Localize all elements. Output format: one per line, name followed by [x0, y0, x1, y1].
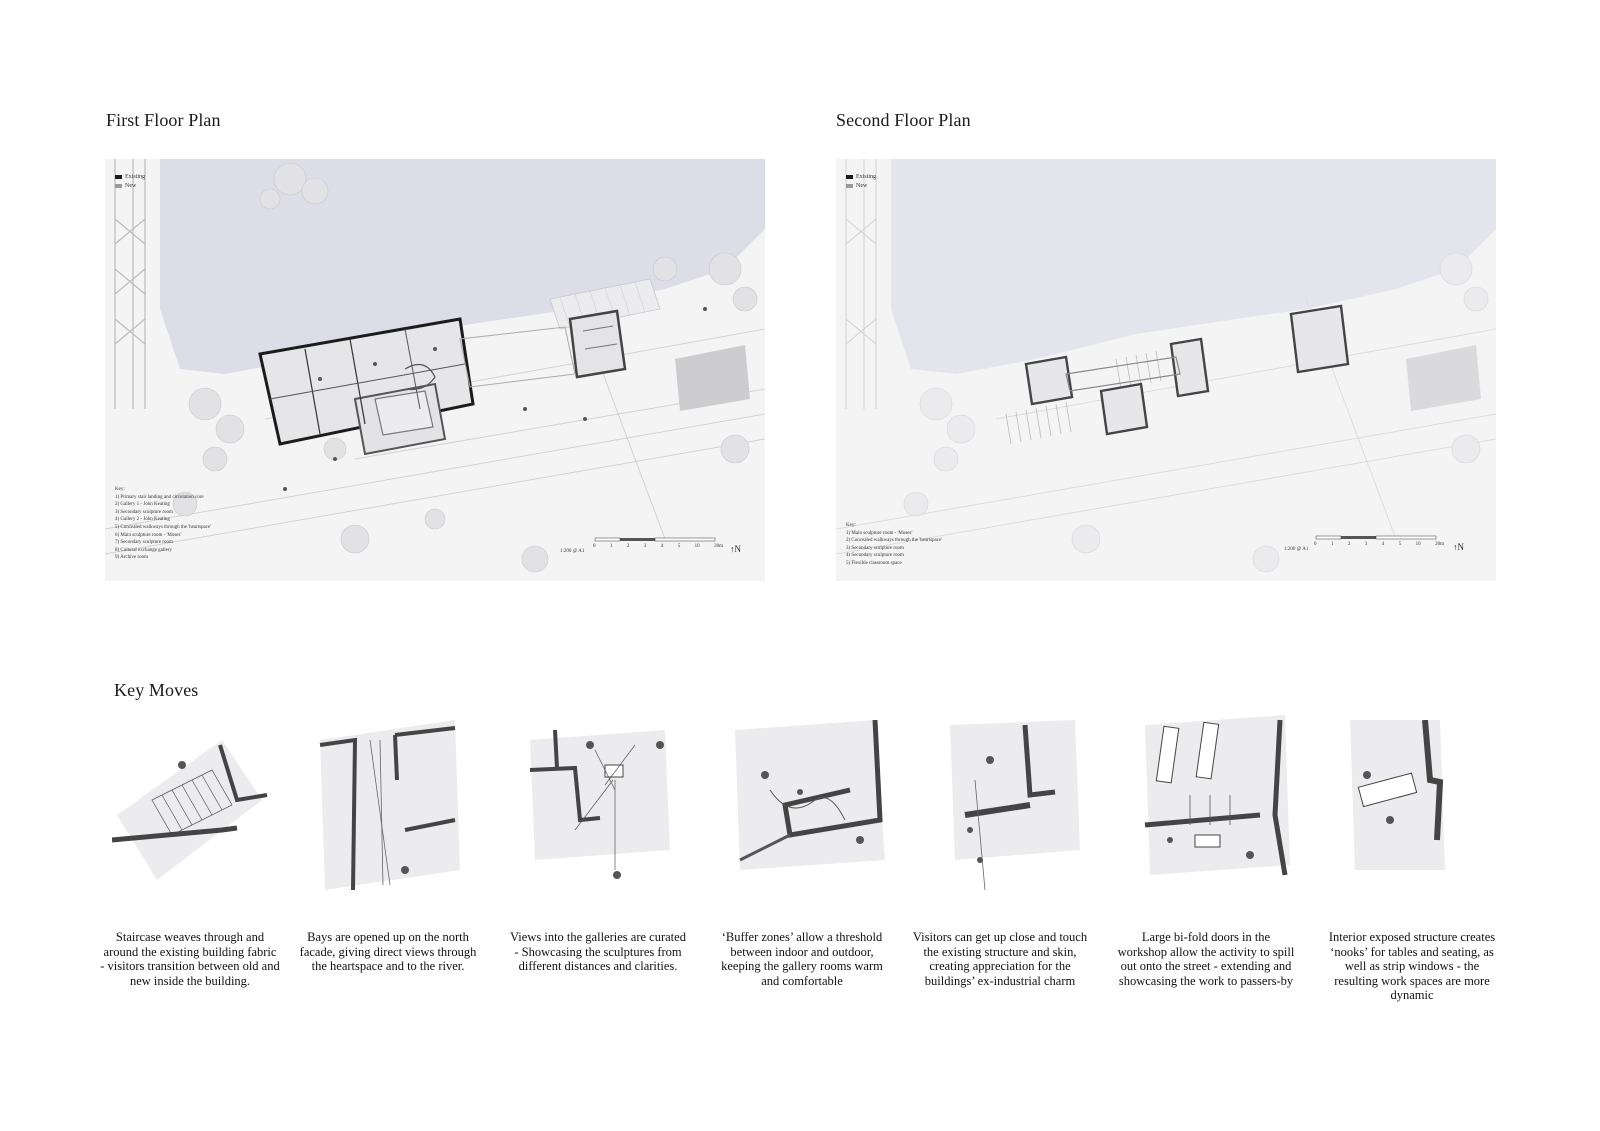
- scale-tick: 0: [593, 544, 596, 549]
- north-label: N: [1457, 542, 1465, 552]
- bifold-doors-sketch: [1144, 715, 1290, 876]
- north-arrow-icon: ↑N: [1453, 542, 1464, 552]
- new-swatch: [115, 183, 122, 188]
- scale-tick: 5: [1398, 542, 1402, 547]
- scale-label: 1:200 @ A1: [1284, 547, 1309, 552]
- key-move-caption-4: ‘Buffer zones’ allow a threshold between…: [721, 930, 883, 988]
- scale-ticks: 0 1 2 3 4 5 10 20m: [1314, 542, 1444, 547]
- key-title: Key:: [115, 487, 125, 492]
- plan-legend: Existing New: [846, 173, 876, 191]
- first-floor-plan: Existing New Key: 1) Primary stair landi…: [105, 159, 765, 581]
- key-move-sketch-6: [1140, 715, 1310, 895]
- key-list: 1) Primary stair landing and circulation…: [115, 494, 211, 562]
- key-item: 7) Secondary sculpture room: [115, 540, 173, 546]
- second-floor-plan-title: Second Floor Plan: [836, 110, 971, 130]
- legend-new: New: [856, 183, 868, 189]
- key-item: 5) Flexible classroom space: [846, 560, 902, 566]
- key-move-caption-3: Views into the galleries are curated - S…: [510, 930, 686, 974]
- scale-tick: 20m: [1435, 542, 1444, 547]
- trees: [903, 252, 1489, 573]
- key-move-caption-7: Interior exposed structure creates ‘nook…: [1328, 930, 1496, 1003]
- key-item: 9) Archive room: [115, 555, 149, 561]
- buffer-zone-sketch: [735, 720, 885, 870]
- scale-bar: [594, 537, 716, 542]
- bridge: [114, 159, 146, 409]
- structure-nooks-sketch: [1350, 720, 1445, 870]
- scale-tick: 20m: [714, 544, 723, 549]
- north-arrow-icon: ↑N: [730, 544, 741, 554]
- scale-ticks: 0 1 2 3 4 5 10 20m: [593, 544, 723, 549]
- plan-legend: Existing New: [115, 173, 145, 191]
- key-item: 5) Concealed walkways through the 'heart…: [115, 524, 212, 530]
- plan-key: Key: 1) Primary stair landing and circul…: [115, 486, 211, 562]
- key-item: 4) Secondary sculpture room: [846, 553, 904, 559]
- hardstanding: [675, 345, 750, 411]
- north-label: N: [734, 544, 742, 554]
- scale-tick: 3: [643, 544, 647, 549]
- legend-new: New: [125, 183, 137, 189]
- key-item: 2) Gallery 1 - John Keating: [115, 502, 170, 508]
- river: [891, 159, 1496, 374]
- scale-tick: 1: [609, 544, 613, 549]
- scale-tick: 5: [677, 544, 681, 549]
- stair-hatch: [1005, 350, 1162, 445]
- key-item: 3) Secondary sculpture room: [846, 545, 904, 551]
- key-move-sketch-1: [112, 720, 282, 895]
- scale-tick: 10: [1415, 542, 1421, 547]
- scale-label: 1:200 @ A1: [560, 549, 585, 554]
- key-move-caption-6: Large bi-fold doors in the workshop allo…: [1117, 930, 1295, 988]
- sculptures: [283, 307, 707, 491]
- hardstanding: [1406, 345, 1481, 411]
- key-move-caption-2: Bays are opened up on the north facade, …: [299, 930, 477, 974]
- existing-swatch: [846, 174, 853, 179]
- key-move-sketch-3: [525, 720, 695, 895]
- scale-tick: 0: [1314, 542, 1317, 547]
- scale-tick: 10: [694, 544, 700, 549]
- plan-key: Key: 1) Main sculpture room - 'Moses' 2) …: [846, 522, 942, 568]
- first-floor-plan-title: First Floor Plan: [106, 110, 221, 130]
- key-item: 2) Concealed walkways through the 'heart…: [846, 538, 943, 544]
- key-title: Key:: [846, 523, 856, 528]
- key-item: 1) Primary stair landing and circulation…: [115, 494, 204, 500]
- key-moves-title: Key Moves: [114, 680, 199, 700]
- scale-tick: 2: [1347, 542, 1351, 547]
- key-move-sketch-4: [730, 720, 900, 895]
- staircase-sketch: [112, 740, 268, 880]
- bridge: [845, 159, 877, 409]
- scale-tick: 2: [626, 544, 630, 549]
- key-move-sketch-7: [1345, 720, 1515, 895]
- second-floor-plan: Existing New Key: 1) Main sculpture room…: [836, 159, 1496, 581]
- key-item: 3) Secondary sculpture room: [115, 509, 173, 515]
- gallery-views-sketch: [529, 729, 670, 879]
- rooms: [1024, 304, 1350, 436]
- river: [160, 159, 765, 374]
- key-move-caption-1: Staircase weaves through and around the …: [100, 930, 280, 988]
- legend-existing: Existing: [856, 174, 877, 180]
- key-move-sketch-5: [945, 720, 1115, 895]
- key-item: 4) Gallery 2 - John Keating: [115, 517, 170, 523]
- key-move-sketch-2: [315, 720, 485, 895]
- walkway: [1065, 356, 1181, 392]
- touch-structure-sketch: [950, 720, 1080, 891]
- key-item: 6) Main sculpture room - 'Moses': [115, 532, 182, 538]
- connector: [459, 326, 576, 388]
- first-floor-plan-drawing: [105, 159, 765, 573]
- key-item: 8) Cultural exchange gallery: [115, 547, 173, 553]
- facade-bays-sketch: [319, 720, 460, 891]
- legend-existing: Existing: [125, 174, 146, 180]
- scale-tick: 4: [660, 544, 664, 549]
- new-swatch: [846, 183, 853, 188]
- main-building: [258, 317, 475, 456]
- scale-bar: [1315, 535, 1437, 540]
- key-list: 1) Main sculpture room - 'Moses' 2) Conce…: [846, 530, 942, 568]
- trees: [172, 162, 758, 573]
- key-item: 1) Main sculpture room - 'Moses': [846, 530, 913, 536]
- key-move-caption-5: Visitors can get up close and touch the …: [912, 930, 1088, 988]
- second-floor-plan-drawing: [836, 159, 1496, 573]
- scale-tick: 1: [1330, 542, 1334, 547]
- east-building: [568, 309, 627, 379]
- existing-swatch: [115, 174, 122, 179]
- scale-tick: 3: [1364, 542, 1368, 547]
- scale-tick: 4: [1381, 542, 1385, 547]
